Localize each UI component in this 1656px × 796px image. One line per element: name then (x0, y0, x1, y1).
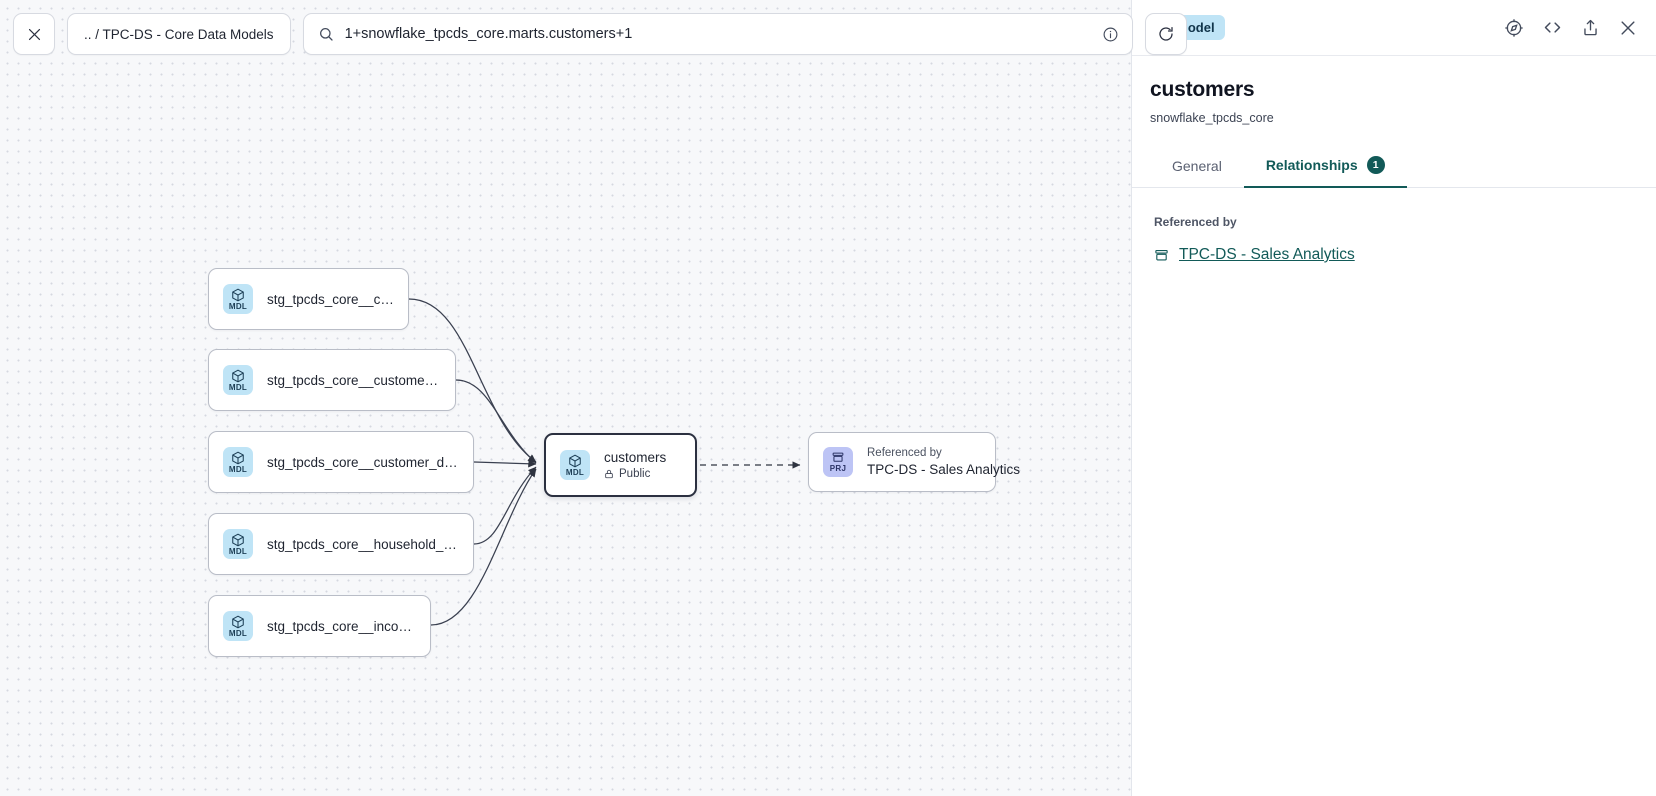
model-badge: MDL (223, 529, 253, 559)
node-title: TPC-DS - Sales Analytics (867, 462, 1021, 477)
lock-icon (605, 469, 613, 479)
graph-node-project[interactable]: PRJ Referenced by TPC-DS - Sales Analyti… (808, 432, 1021, 492)
tab-general-label: General (1172, 158, 1222, 174)
node-label: stg_tpcds_core__customer_address (267, 372, 441, 388)
tab-general[interactable]: General (1150, 158, 1244, 188)
model-badge: MDL (223, 284, 253, 314)
details-panel-body: customers snowflake_tpcds_core General R… (1132, 56, 1656, 264)
tab-relationships[interactable]: Relationships 1 (1243, 156, 1407, 188)
lineage-toolbar: .. / TPC-DS - Core Data Models (0, 0, 1187, 55)
model-badge: MDL (223, 611, 253, 641)
graph-node-model[interactable]: MDL stg_tpcds_core__customer_demogra… (208, 431, 474, 493)
search-icon (319, 28, 333, 41)
tab-relationships-label: Relationships (1265, 157, 1358, 173)
breadcrumb-label: .. / TPC-DS - Core Data Models (84, 26, 274, 42)
lineage-canvas[interactable]: MDL stg_tpcds_core__customer MDL stg_tpc… (0, 0, 1131, 796)
share-icon[interactable] (1581, 18, 1600, 37)
close-icon (28, 28, 40, 40)
page-title: customers (1150, 78, 1255, 101)
code-icon[interactable] (1542, 17, 1563, 38)
panel-tabs: General Relationships 1 (1132, 156, 1656, 188)
lineage-search[interactable] (302, 13, 1133, 55)
panel-actions (1504, 17, 1638, 38)
model-badge-text: MDL (228, 301, 248, 311)
page-subtitle: snowflake_tpcds_core (1150, 111, 1274, 125)
node-visibility-text: Public (619, 468, 651, 480)
node-label: stg_tpcds_core__income_band (267, 618, 416, 634)
close-icon[interactable] (1618, 18, 1638, 38)
search-input[interactable] (344, 26, 1091, 42)
node-label: stg_tpcds_core__customer_demogra… (267, 454, 459, 470)
lineage-edges (408, 298, 801, 626)
model-badge-text: MDL (565, 467, 585, 477)
reference-link[interactable]: TPC-DS - Sales Analytics (1179, 246, 1355, 263)
lineage-graph: MDL stg_tpcds_core__customer MDL stg_tpc… (208, 268, 1021, 657)
section-label-referenced-by: Referenced by (1154, 215, 1237, 229)
breadcrumb[interactable]: .. / TPC-DS - Core Data Models (67, 13, 291, 55)
model-badge-text: MDL (228, 464, 248, 474)
model-badge-text: MDL (228, 628, 248, 638)
refresh-icon (1158, 26, 1173, 41)
node-visibility: Public (604, 468, 666, 480)
node-label: stg_tpcds_core__customer (267, 291, 394, 307)
refresh-button[interactable] (1144, 13, 1187, 55)
graph-node-focused[interactable]: MDL customers Public (544, 433, 697, 497)
node-text-stack: customers Public (604, 450, 666, 480)
node-title: customers (604, 450, 667, 465)
model-badge-text: MDL (228, 546, 248, 556)
tab-relationships-count: 1 (1366, 156, 1385, 174)
node-kicker: Referenced by (867, 447, 942, 459)
graph-node-model[interactable]: MDL stg_tpcds_core__customer_address (208, 349, 456, 411)
reference-list-item[interactable]: TPC-DS - Sales Analytics (1154, 246, 1632, 264)
model-badge-text: MDL (228, 382, 248, 392)
explore-icon[interactable] (1504, 18, 1524, 38)
graph-node-model[interactable]: MDL stg_tpcds_core__customer (208, 268, 409, 330)
node-label: stg_tpcds_core__household_demogr… (267, 536, 459, 552)
close-lineage-button[interactable] (13, 13, 55, 55)
project-badge-text: PRJ (829, 464, 847, 473)
graph-node-model[interactable]: MDL stg_tpcds_core__household_demogr… (208, 513, 474, 575)
model-badge: MDL (223, 447, 253, 477)
node-text-stack: Referenced by TPC-DS - Sales Analytics (867, 447, 1021, 477)
project-icon (1155, 249, 1168, 260)
project-badge: PRJ (823, 447, 853, 477)
model-badge: MDL (223, 365, 253, 395)
graph-node-model[interactable]: MDL stg_tpcds_core__income_band (208, 595, 431, 657)
details-panel: Model customers snowflake_tpcds_core (1131, 0, 1656, 796)
info-circle-icon[interactable] (1102, 26, 1119, 43)
model-badge: MDL (560, 450, 590, 480)
details-panel-header: Model (1132, 0, 1656, 56)
